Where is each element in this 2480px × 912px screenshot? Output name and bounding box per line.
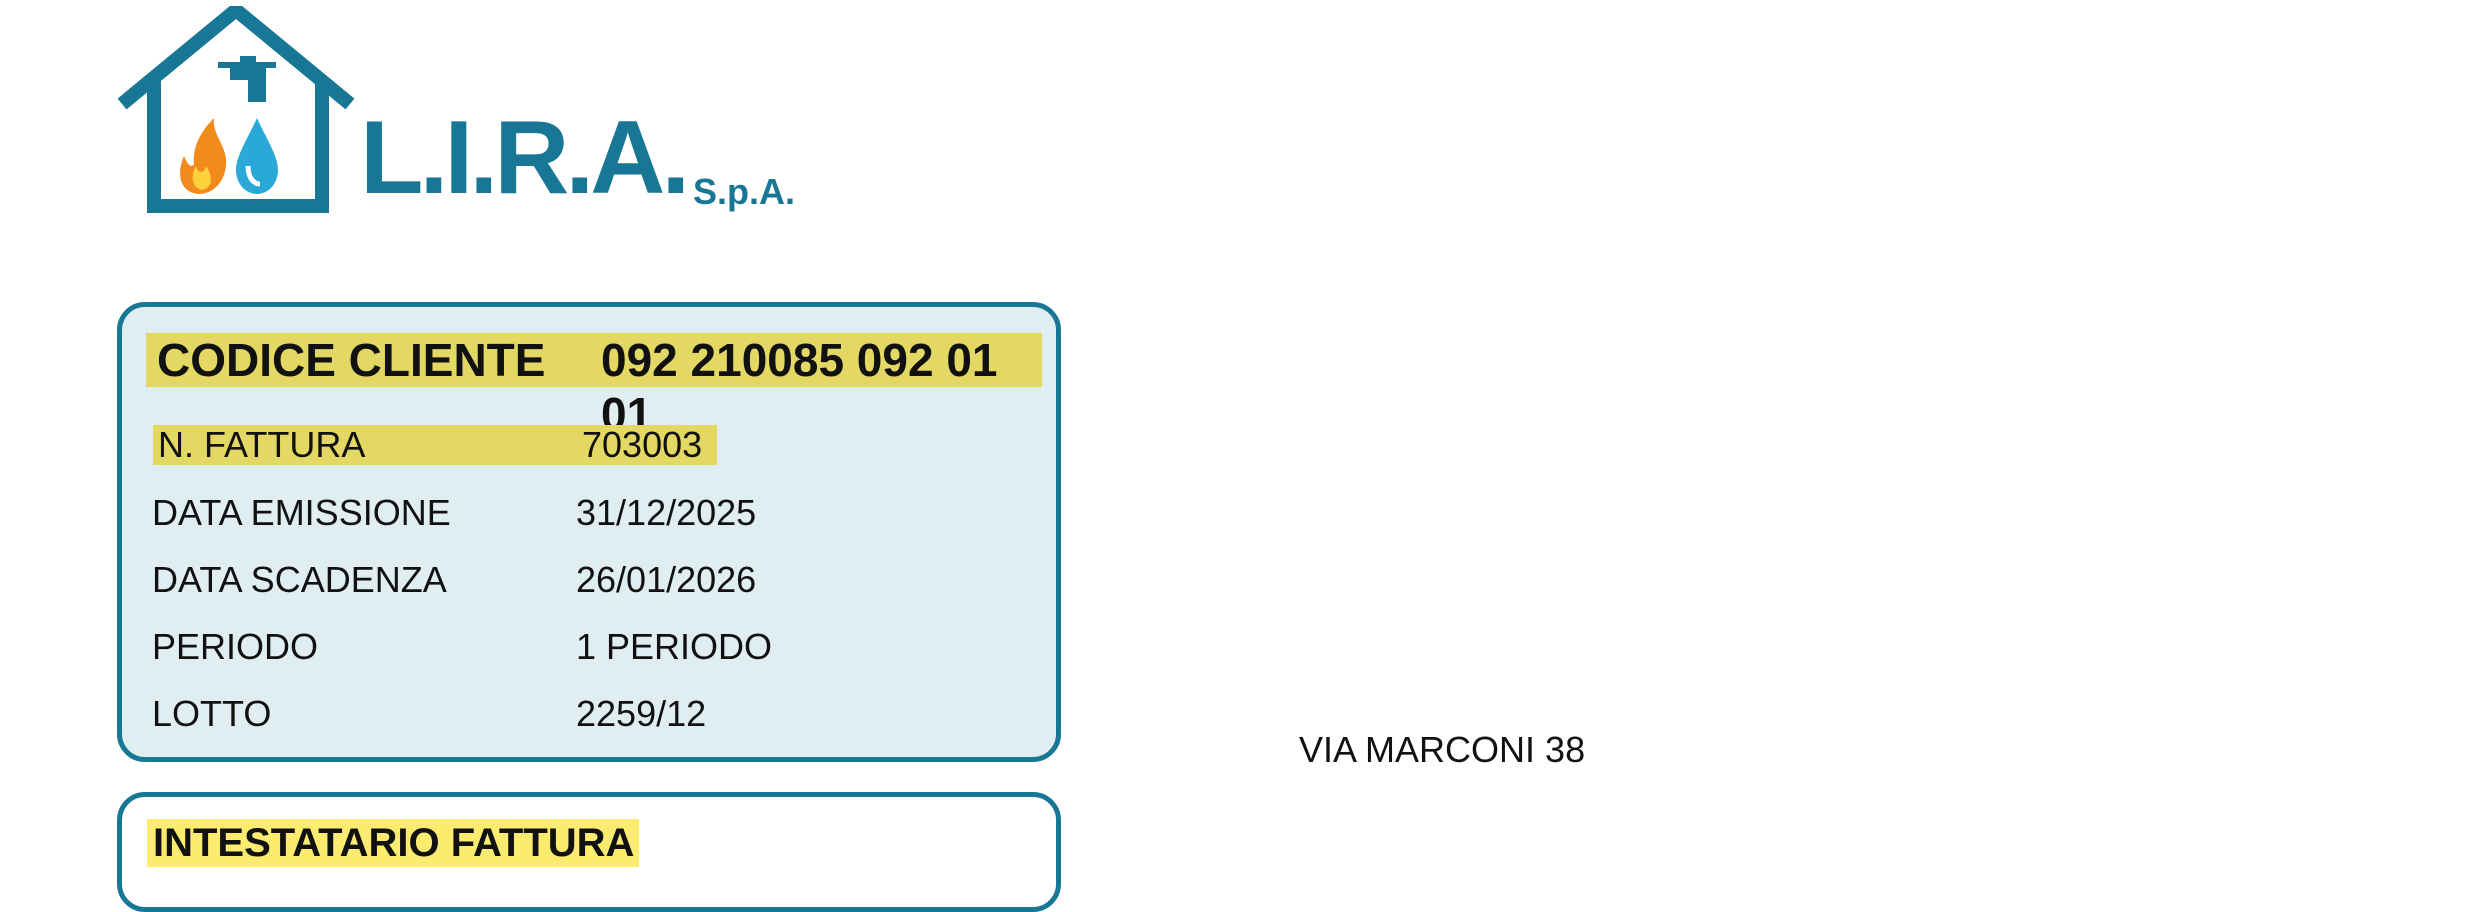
company-logo: L.I.R.A. S.p.A. [118, 6, 798, 216]
invoice-info-panel: CODICE CLIENTE 092 210085 092 01 01 N. F… [117, 302, 1061, 762]
field-value: 2259/12 [576, 693, 707, 734]
brand-name: L.I.R.A. [360, 100, 690, 216]
house-tap-icon [118, 6, 355, 213]
field-label: N. FATTURA [158, 424, 366, 465]
customer-code-value: 092 210085 092 01 01 [601, 334, 998, 440]
field-label: PERIODO [152, 626, 319, 667]
field-value: 26/01/2026 [576, 559, 757, 600]
customer-code-row: CODICE CLIENTE 092 210085 092 01 01 [146, 333, 1042, 440]
field-label: LOTTO [152, 693, 272, 734]
owner-title: INTESTATARIO FATTURA [147, 819, 640, 867]
invoice-number-row: N. FATTURA 703003 [153, 425, 717, 465]
field-value: 703003 [582, 424, 703, 465]
field-label: DATA SCADENZA [152, 559, 447, 600]
brand-suffix: S.p.A. [693, 171, 796, 212]
field-value: 1 PERIODO [576, 626, 773, 667]
recipient-address: VIA MARCONI 38 [1299, 729, 1586, 770]
field-value: 31/12/2025 [576, 492, 757, 533]
field-label: DATA EMISSIONE [152, 492, 451, 533]
invoice-owner-panel: INTESTATARIO FATTURA [117, 792, 1061, 912]
customer-code-label: CODICE CLIENTE [157, 334, 546, 386]
